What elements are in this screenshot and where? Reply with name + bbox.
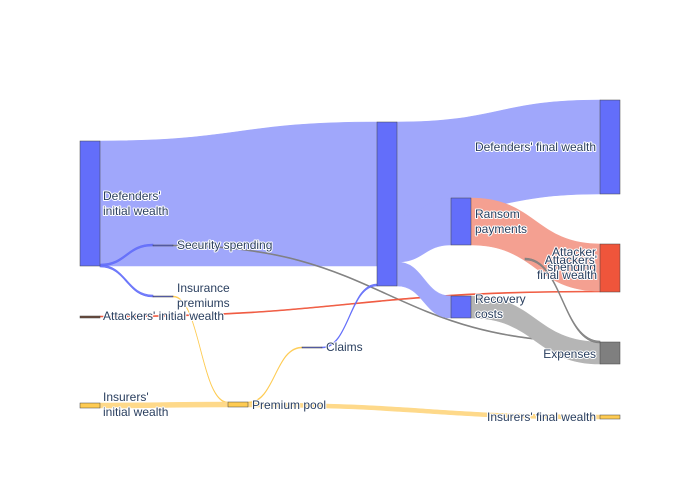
label-attackers-final-line-1: final wealth — [537, 268, 597, 282]
label-security-spending-line-0: Security spending — [177, 238, 272, 252]
node-insurers-initial — [79, 402, 101, 409]
label-defenders-initial-line-1: initial wealth — [103, 204, 168, 218]
link-claims-to-defenders-mid — [321, 283, 378, 349]
diagram-nodes — [79, 99, 621, 420]
label-insurers-final-line-0: Insurers' final wealth — [487, 410, 596, 424]
node-expenses — [599, 341, 621, 365]
link-defenders-mid-to-recovery-costs — [396, 261, 452, 319]
label-recovery-costs-line-1: costs — [475, 307, 503, 321]
node-attackers-initial — [79, 315, 101, 319]
label-attackers-initial: Attackers' initial wealth — [103, 309, 224, 323]
label-defenders-initial: Defenders'initial wealth — [103, 189, 168, 218]
label-insurance-premiums-line-1: premiums — [177, 296, 230, 310]
label-attackers-final-line-0: Attackers' — [545, 253, 597, 267]
label-recovery-costs-line-0: Recovery — [475, 292, 526, 306]
label-attackers-spending-line-0: Attacker — [552, 245, 596, 259]
node-security-spending — [152, 244, 174, 247]
label-expenses-line-0: Expenses — [543, 347, 596, 361]
label-premium-pool-line-0: Premium pool — [252, 398, 326, 412]
node-recovery-costs — [450, 295, 472, 319]
label-insurance-premiums-line-0: Insurance — [177, 281, 230, 295]
label-attackers-initial-line-0: Attackers' initial wealth — [103, 309, 224, 323]
label-claims-line-0: Claims — [326, 340, 363, 354]
node-attackers-final — [599, 243, 621, 293]
label-attackers-spending-line-1: spending — [547, 260, 596, 274]
label-defenders-initial-line-0: Defenders' — [103, 189, 161, 203]
node-insurance-premiums — [152, 295, 174, 298]
node-claims — [301, 346, 323, 349]
node-defenders-initial — [79, 140, 101, 267]
node-premium-pool — [227, 401, 249, 408]
label-insurers-initial-line-1: initial wealth — [103, 405, 168, 419]
link-premium-pool-to-claims — [247, 346, 303, 404]
node-defenders-final — [599, 99, 621, 195]
node-insurers-final — [599, 414, 621, 420]
link-defenders-mid-to-defenders-final — [396, 99, 601, 217]
label-attackers-final: Attackers'final wealth — [537, 253, 597, 282]
node-defenders-mid — [376, 121, 398, 287]
label-ransom-payments-line-0: Ransom — [475, 207, 520, 221]
label-insurers-initial-line-0: Insurers' — [103, 390, 149, 404]
label-expenses: Expenses — [543, 347, 596, 361]
node-ransom-payments — [450, 197, 472, 246]
label-claims: Claims — [326, 340, 363, 354]
flow-links — [99, 99, 601, 420]
label-defenders-final: Defenders' final wealth — [475, 140, 596, 154]
label-defenders-final-line-0: Defenders' final wealth — [475, 140, 596, 154]
label-premium-pool: Premium pool — [252, 398, 326, 412]
link-defenders-initial-to-insurance-premiums — [99, 264, 154, 298]
label-ransom-payments-line-1: payments — [475, 222, 527, 236]
label-insurers-initial: Insurers'initial wealth — [103, 390, 168, 419]
label-security-spending: Security spending — [177, 238, 272, 252]
label-insurers-final: Insurers' final wealth — [487, 410, 596, 424]
